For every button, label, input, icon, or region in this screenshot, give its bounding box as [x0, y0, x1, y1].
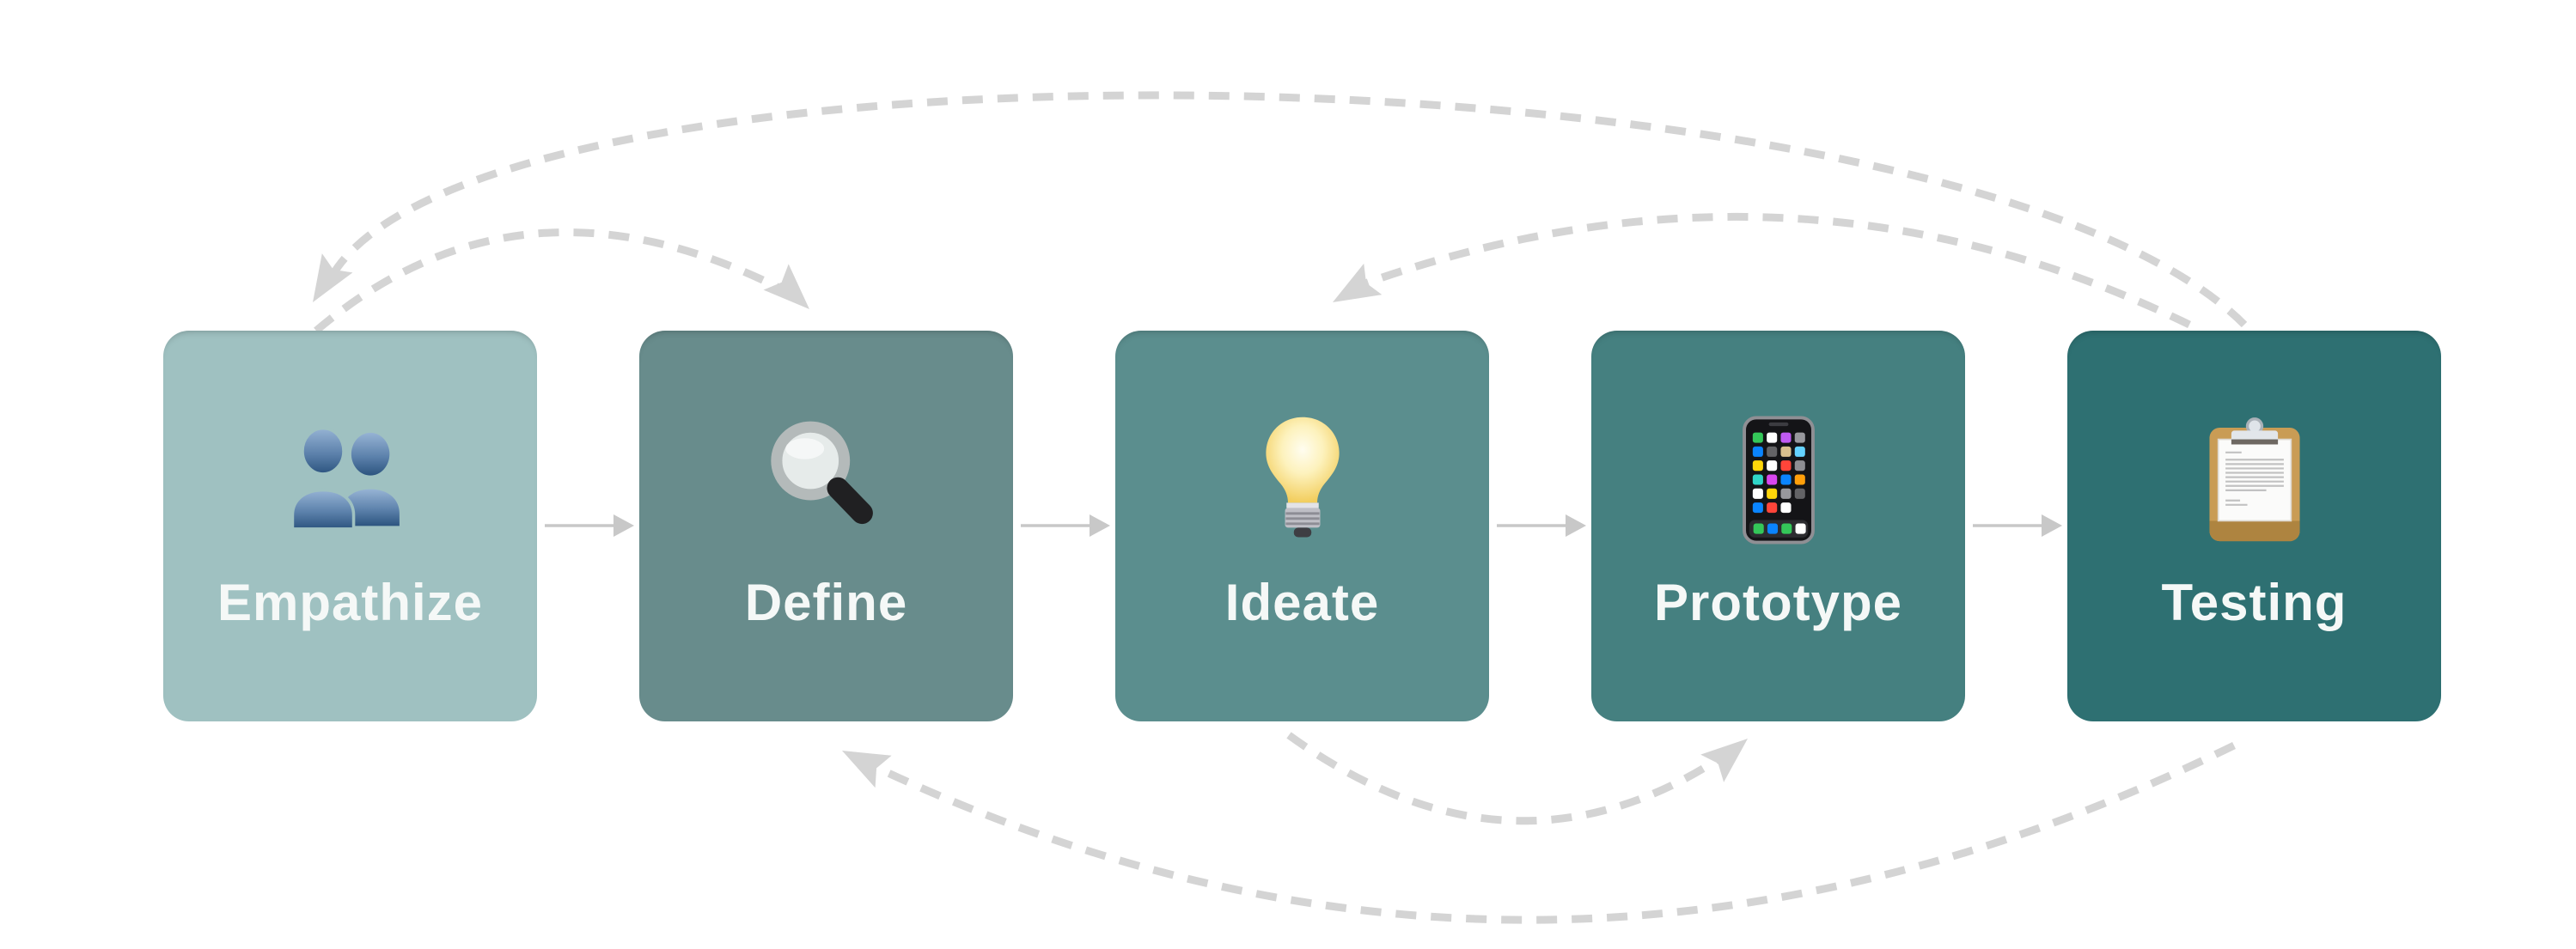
stage-label-ideate: Ideate	[1224, 574, 1380, 631]
magnifying-glass-icon	[639, 406, 1013, 554]
flow-arrow-prototype-to-testing	[1973, 514, 2062, 537]
light-bulb-icon	[1115, 406, 1489, 554]
stage-label-testing: Testing	[2161, 574, 2347, 631]
stage-prototype: Prototype	[1591, 331, 1965, 721]
busts-in-silhouette-icon	[163, 406, 537, 554]
flow-arrow-ideate-to-prototype	[1497, 514, 1586, 537]
mobile-phone-icon	[1591, 406, 1965, 554]
feedback-arc-testing-to-define	[842, 741, 2236, 924]
clipboard-icon	[2067, 406, 2441, 554]
feedback-arc-testing-to-empathize	[313, 91, 2248, 328]
feedback-arc-empathize-to-define	[314, 228, 809, 334]
stage-label-prototype: Prototype	[1653, 574, 1903, 631]
flow-arrow-define-to-ideate	[1021, 514, 1110, 537]
stage-empathize: Empathize	[163, 331, 537, 721]
stage-define: Define	[639, 331, 1013, 721]
feedback-arc-ideate-to-prototype	[1286, 732, 1748, 825]
feedback-arc-testing-to-ideate	[1333, 212, 2191, 329]
stage-label-empathize: Empathize	[217, 574, 484, 631]
stage-testing: Testing	[2067, 331, 2441, 721]
flow-arrow-empathize-to-define	[545, 514, 634, 537]
stage-label-define: Define	[744, 574, 908, 631]
stage-ideate: Ideate	[1115, 331, 1489, 721]
